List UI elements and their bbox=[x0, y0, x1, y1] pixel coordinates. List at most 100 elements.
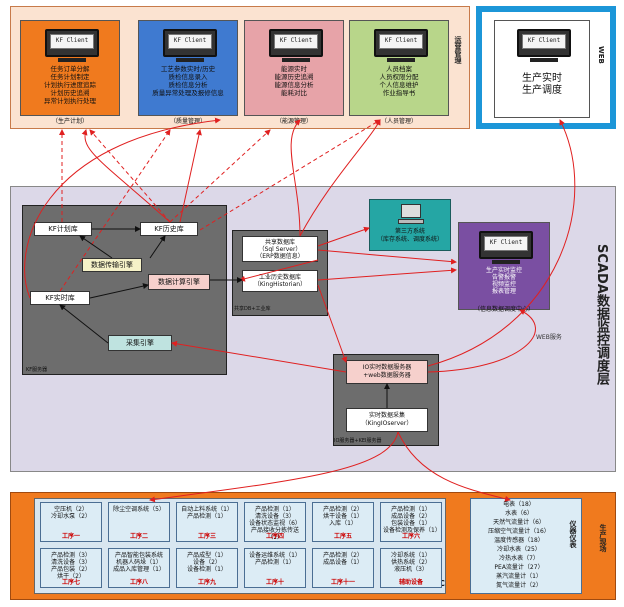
data-drive-engine[interactable]: 数据传输引擎 bbox=[82, 258, 142, 272]
control-center-line: 告警报警 bbox=[491, 274, 516, 281]
web-section bbox=[476, 6, 616, 129]
plc-card[interactable]: 空压机（2）冷却水泵（2）工序一 bbox=[40, 502, 102, 542]
client-line: 计划执行进度追踪 bbox=[44, 81, 96, 89]
industrial-history-db[interactable]: 工业历史数据库 （KingHistorian） bbox=[242, 270, 318, 292]
client-line: 作业指导书 bbox=[382, 89, 416, 97]
control-center-line: 生产实时监控 bbox=[485, 267, 522, 274]
plc-line: 成品入库管理（1） bbox=[113, 566, 165, 573]
plc-card[interactable]: 产品检测（1）成品设备（2）包装设备（1）设备检测及保养（1）工序六 bbox=[380, 502, 442, 542]
client-caption: （质量管理） bbox=[169, 118, 206, 125]
client-line: 任务计划制定 bbox=[50, 73, 90, 81]
plc-line: 设备状态监视（6） bbox=[249, 520, 301, 527]
plc-card[interactable]: 除尘空调系统（5）工序二 bbox=[108, 502, 170, 542]
plc-line: 产品检测（1） bbox=[391, 506, 431, 513]
plc-line: 成品设备（2） bbox=[391, 513, 431, 520]
plc-card[interactable]: 产品检测（2）成品设备（1）工序十一 bbox=[312, 548, 374, 588]
instrument-item: 电表（18） bbox=[503, 501, 535, 508]
mgmt-client-3[interactable]: KF Client 人员档案人员权限分配个人信息维护作业指导书 （人员管理） bbox=[349, 20, 449, 125]
plc-line: 烘干（2） bbox=[57, 573, 85, 580]
plc-line: 产品检测（1） bbox=[255, 559, 295, 566]
kf-plan-db[interactable]: KF计划库 bbox=[34, 222, 92, 236]
client-line: 质检信息分析 bbox=[168, 81, 208, 89]
process-tag: 工序十 bbox=[265, 579, 284, 586]
computer-monitor-icon: KF Client bbox=[163, 29, 217, 62]
scada-title: SCADA数据监控调度层 bbox=[594, 244, 609, 385]
plc-line: 烘干设备（1） bbox=[323, 513, 363, 520]
web-service-label: WEB服务 bbox=[536, 334, 562, 341]
plc-line: 成品设备（1） bbox=[323, 559, 363, 566]
process-tag: 工序三 bbox=[197, 533, 216, 540]
plc-card[interactable]: 产品检测（2）烘干设备（1）入库（1）工序五 bbox=[312, 502, 374, 542]
plc-line: 液压机（3） bbox=[394, 566, 428, 573]
plc-line: 设备（2） bbox=[193, 559, 221, 566]
info-control-center[interactable]: KF Client 生产实时监控 告警报警 视频监控 报表管理 bbox=[458, 222, 550, 310]
computer-monitor-icon: KF Client bbox=[45, 29, 99, 62]
web-side-label: WEB bbox=[597, 46, 605, 64]
plc-card[interactable]: 产品检测（3）清洗设备（3）产品包装（2）烘干（2）工序七 bbox=[40, 548, 102, 588]
client-line: 人员权限分配 bbox=[379, 73, 419, 81]
instrument-item: 水表（6） bbox=[505, 510, 533, 517]
kf-server-label: KF服务器 bbox=[26, 367, 48, 373]
shared-database[interactable]: 共享数据库 （Sql Server） （ERP数据信息） bbox=[242, 236, 318, 262]
instrument-item: 天然气流量计（6） bbox=[493, 519, 545, 526]
plc-line: 产品检测（2） bbox=[323, 506, 363, 513]
control-center-line: 视频监控 bbox=[491, 281, 516, 288]
plc-card[interactable]: 冷却系统（1）供热系统（2）液压机（3）辅助设备 bbox=[380, 548, 442, 588]
plc-line: 产品包装（2） bbox=[51, 566, 91, 573]
plc-card[interactable]: 产品成型（1）设备（2）设备检测（1）工序九 bbox=[176, 548, 238, 588]
client-line: 工艺参数实时/历史 bbox=[160, 65, 216, 73]
client-line: 能源实时 bbox=[281, 65, 307, 73]
client-caption: （人员管理） bbox=[380, 118, 417, 125]
mgmt-side-label: 运营管理 bbox=[454, 36, 462, 64]
instrument-item: 蒸汽流量计（1） bbox=[496, 573, 542, 580]
client-line: 质量异常处理及报修信息 bbox=[152, 89, 224, 97]
computer-monitor-icon: KF Client bbox=[374, 29, 428, 62]
control-center-line: 报表管理 bbox=[491, 288, 516, 295]
plc-line: 空压机（2） bbox=[54, 506, 88, 513]
plc-card[interactable]: 产品检测（1）清洗设备（3）设备状态监视（6）产品接收分拣传送（1）工序四 bbox=[244, 502, 306, 542]
desktop-computer-icon bbox=[398, 204, 424, 224]
plc-line: 机器人码垛（1） bbox=[116, 559, 162, 566]
plc-line: 产品检测（1） bbox=[187, 513, 227, 520]
plc-card[interactable]: 设备运维系统（1）产品检测（1） 工序十 bbox=[244, 548, 306, 588]
process-tag: 工序二 bbox=[129, 533, 148, 540]
plant-side-label: 生产现场 bbox=[599, 524, 607, 552]
plc-line: 产品检测（1） bbox=[255, 506, 295, 513]
web-client-panel[interactable]: KF Client 生产实时 生产调度 bbox=[494, 20, 590, 118]
third-party-system[interactable]: 第三方系统 （库存系统、调度系统） bbox=[369, 199, 451, 251]
client-line: 能耗对比 bbox=[281, 89, 307, 97]
plc-line: 产品智能包装系统 bbox=[114, 552, 163, 559]
plc-line: 产品检测（2） bbox=[323, 552, 363, 559]
client-line: 能源信息分析 bbox=[274, 81, 314, 89]
web-client-line: 生产实时 bbox=[522, 73, 562, 84]
plc-line: 清洗设备（3） bbox=[51, 559, 91, 566]
plc-line: 冷却系统（1） bbox=[391, 552, 431, 559]
plc-line: 设备检测及保养（1） bbox=[383, 527, 441, 534]
plc-card[interactable]: 自动上料系统（1）产品检测（1）工序三 bbox=[176, 502, 238, 542]
process-tag: 辅助设备 bbox=[398, 579, 423, 586]
collect-engine[interactable]: 采集引擎 bbox=[108, 335, 172, 351]
kf-history-db[interactable]: KF历史库 bbox=[140, 222, 198, 236]
computer-monitor-icon: KF Client bbox=[479, 231, 533, 264]
client-caption: （生产计划） bbox=[51, 118, 88, 125]
process-tag: 工序九 bbox=[197, 579, 216, 586]
plc-line: 产品检测（3） bbox=[51, 552, 91, 559]
plc-line: 设备运维系统（1） bbox=[249, 552, 301, 559]
instrument-item: PEA流量计（27） bbox=[494, 564, 544, 571]
plc-card[interactable]: 产品智能包装系统机器人码垛（1）成品入库管理（1）工序八 bbox=[108, 548, 170, 588]
instrument-item: 冷却水表（25） bbox=[497, 546, 541, 553]
third-party-label: 第三方系统 （库存系统、调度系统） bbox=[376, 228, 443, 243]
process-tag: 工序七 bbox=[61, 579, 80, 586]
instrument-item: 温度传感器（18） bbox=[494, 537, 544, 544]
process-tag: 工序四 bbox=[265, 533, 284, 540]
realtime-data-collect[interactable]: 实时数据采集 （KingIOserver） bbox=[346, 408, 428, 432]
control-center-caption: （信息数据调度中心） bbox=[473, 306, 534, 313]
client-line: 人员档案 bbox=[386, 65, 412, 73]
data-calc-engine[interactable]: 数据计算引擎 bbox=[148, 274, 210, 290]
client-line: 个人信息维护 bbox=[379, 81, 419, 89]
instrument-label: 仪器仪表 bbox=[569, 520, 577, 548]
